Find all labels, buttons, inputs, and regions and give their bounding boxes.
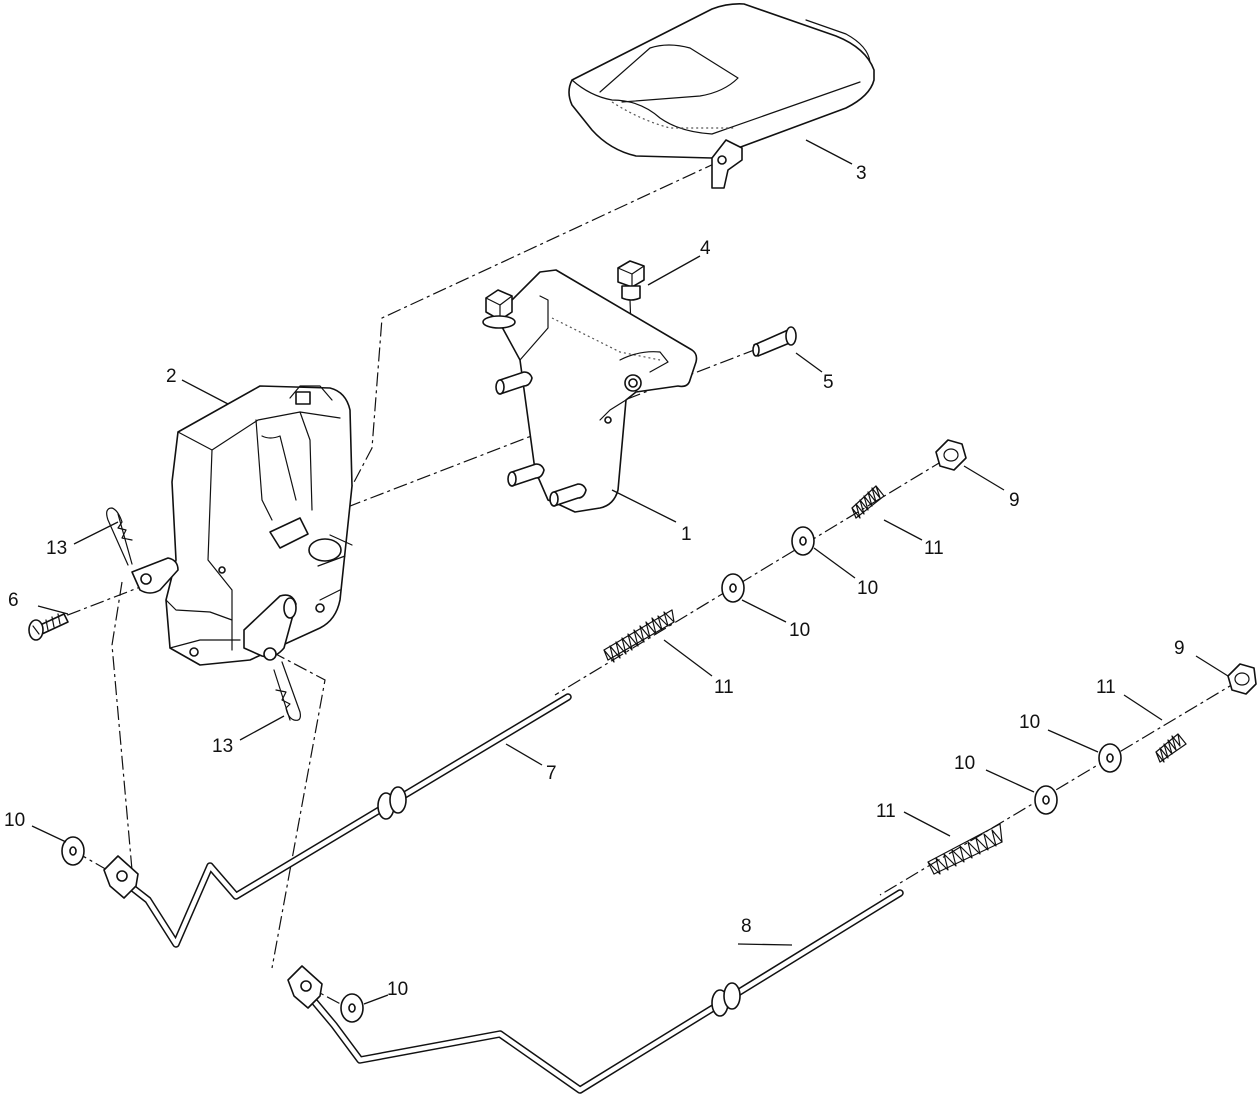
washer (61, 836, 85, 866)
callout-pedal-bracket: 1 (681, 524, 692, 545)
control-unit (131, 385, 353, 666)
callout-spring: 11 (924, 538, 944, 559)
callout-washer: 10 (857, 578, 878, 599)
callout-control-unit: 2 (166, 366, 177, 387)
spring (603, 609, 675, 663)
callout-washer: 10 (4, 810, 25, 831)
washer (1034, 785, 1058, 815)
callout-spring: 11 (1096, 677, 1116, 698)
callout-rod-upper: 7 (546, 763, 557, 784)
callout-clip: 13 (212, 736, 233, 757)
callout-numbers: 1 2 3 4 5 6 7 8 9 9 10 10 10 10 10 10 11… (4, 163, 1185, 1000)
callout-spring: 11 (714, 677, 734, 698)
pedal-bracket (482, 269, 698, 513)
callout-rod-lower: 8 (741, 916, 752, 937)
pin (752, 326, 797, 357)
washer (1098, 743, 1122, 773)
washer (721, 573, 745, 603)
callout-pin: 5 (823, 372, 834, 393)
nut (935, 439, 967, 471)
washer (340, 993, 364, 1023)
spring (851, 485, 885, 519)
callout-spring: 11 (876, 801, 896, 822)
spring (927, 823, 1003, 875)
washer (791, 526, 815, 556)
pedal-pad (568, 3, 875, 189)
callout-nut-lower: 9 (1174, 638, 1185, 659)
rod-upper (103, 693, 572, 948)
callout-washer: 10 (1019, 712, 1040, 733)
hair-pin-clip (273, 661, 301, 721)
spring (1155, 733, 1187, 763)
callout-pedal-pad: 3 (856, 163, 867, 184)
callout-washer: 10 (387, 979, 408, 1000)
callout-bolt: 4 (700, 238, 711, 259)
callout-nut-upper: 9 (1009, 490, 1020, 511)
callout-screw: 6 (8, 590, 19, 611)
nut (1227, 663, 1257, 695)
callout-clip: 13 (46, 538, 67, 559)
callout-leaders (31, 139, 1229, 1005)
screw (28, 613, 69, 641)
rod-lower (287, 889, 904, 1094)
callout-washer: 10 (789, 620, 810, 641)
callout-washer: 10 (954, 753, 975, 774)
bolt (617, 260, 645, 301)
hair-pin-clip (106, 507, 133, 566)
